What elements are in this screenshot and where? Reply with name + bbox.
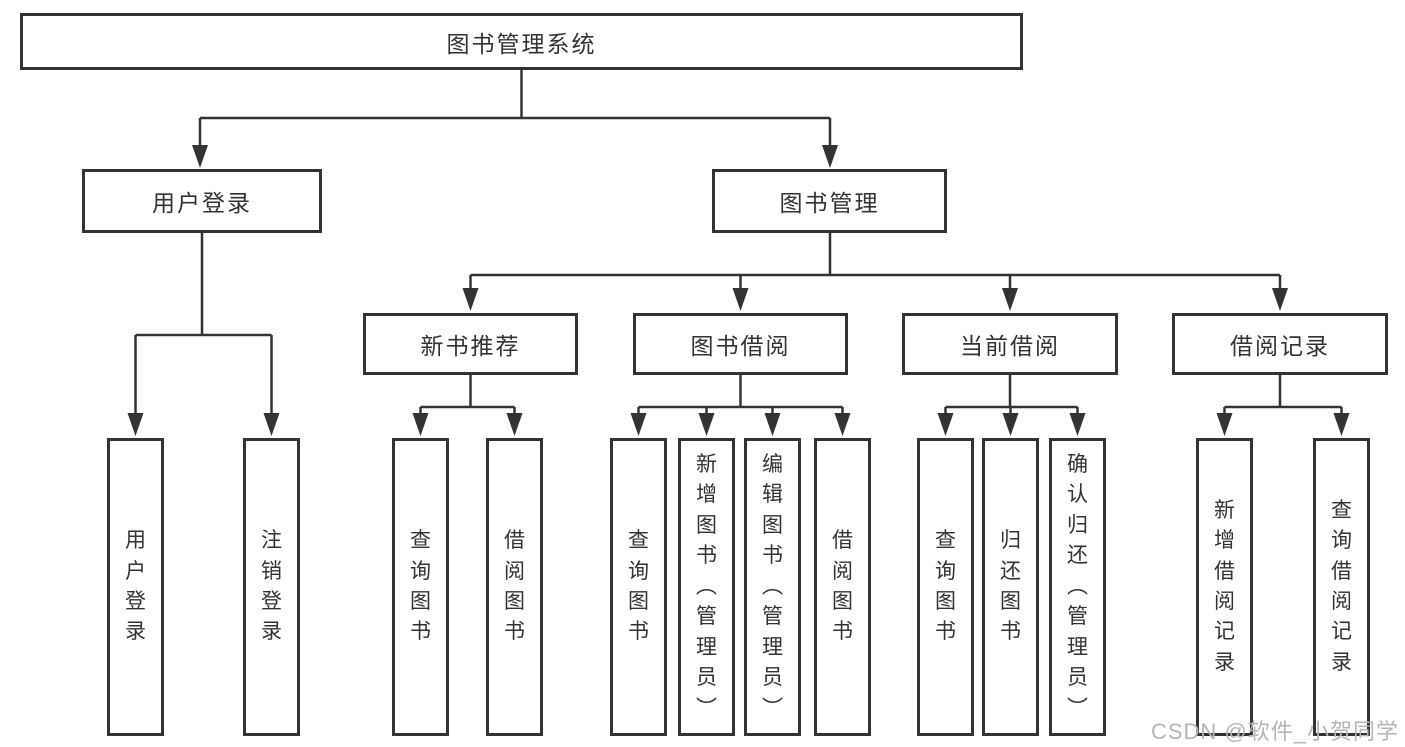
leaf-current-query-books-label: 查询图书	[935, 529, 956, 644]
arrow-icon	[412, 413, 429, 436]
arrow-icon	[822, 145, 838, 168]
leaf-newbook-borrow-books-label: 借阅图书	[504, 529, 525, 644]
arrow-icon	[1002, 288, 1018, 311]
leaf-borrow-edit-books-admin: 编辑图书︵管理员︶	[744, 438, 801, 736]
leaf-current-return-books-label: 归还图书	[1000, 529, 1021, 644]
connector-current-borrow	[944, 375, 1079, 414]
arrow-icon	[506, 413, 523, 436]
leaf-logout: 注销登录	[243, 438, 300, 736]
node-new-book-recommend-label: 新书推荐	[420, 333, 521, 359]
node-root-label: 图书管理系统	[446, 30, 597, 57]
connector-new-book	[419, 375, 516, 414]
leaf-borrow-edit-books-admin-label: 编辑图书︵管理员︶	[762, 453, 783, 720]
arrow-icon	[1069, 413, 1086, 436]
arrow-icon	[1216, 413, 1233, 436]
node-borrow-records: 借阅记录	[1172, 313, 1388, 375]
node-book-borrow-label: 图书借阅	[690, 333, 791, 359]
node-book-borrow: 图书借阅	[633, 313, 848, 375]
arrow-icon	[192, 145, 208, 168]
leaf-newbook-borrow-books: 借阅图书	[486, 438, 543, 736]
node-new-book-recommend: 新书推荐	[363, 313, 578, 375]
connector-book-borrow	[637, 375, 844, 414]
leaf-borrow-borrow-books: 借阅图书	[814, 438, 871, 736]
leaf-logout-label: 注销登录	[261, 529, 282, 644]
node-root: 图书管理系统	[20, 13, 1023, 70]
leaf-borrow-add-books-admin: 新增图书︵管理员︶	[678, 438, 735, 736]
node-user-login: 用户登录	[82, 169, 322, 233]
node-book-management-label: 图书管理	[779, 190, 880, 216]
leaf-current-confirm-return-admin-label: 确认归还︵管理员︶	[1067, 453, 1088, 720]
arrow-icon	[1002, 413, 1019, 436]
arrow-icon	[462, 288, 479, 311]
arrow-icon	[630, 413, 647, 436]
arrow-icon	[1333, 413, 1350, 436]
node-current-borrow-label: 当前借阅	[960, 333, 1060, 359]
node-borrow-records-label: 借阅记录	[1230, 333, 1330, 359]
arrow-icon	[937, 413, 954, 436]
arrow-icon	[834, 413, 851, 436]
arrow-icon	[698, 413, 715, 436]
connector-book-management	[469, 233, 1282, 289]
watermark: CSDN @软件_小贺同学	[1150, 719, 1399, 744]
arrow-icon	[732, 288, 749, 311]
leaf-newbook-query-books: 查询图书	[392, 438, 449, 736]
leaf-borrow-add-books-admin-label: 新增图书︵管理员︶	[696, 453, 717, 720]
leaf-user-login-label: 用户登录	[125, 529, 146, 644]
connector-user-login	[134, 233, 273, 414]
leaf-records-query-record-label: 查询借阅记录	[1331, 498, 1352, 674]
leaf-records-add-record-label: 新增借阅记录	[1214, 498, 1235, 674]
node-current-borrow: 当前借阅	[902, 313, 1118, 375]
connector-borrow-records	[1223, 375, 1343, 414]
leaf-current-return-books: 归还图书	[982, 438, 1039, 736]
node-user-login-label: 用户登录	[152, 190, 252, 216]
node-book-management: 图书管理	[712, 169, 947, 233]
leaf-records-query-record: 查询借阅记录	[1313, 438, 1370, 736]
leaf-newbook-query-books-label: 查询图书	[410, 529, 431, 644]
arrow-icon	[127, 413, 144, 436]
leaf-borrow-query-books: 查询图书	[610, 438, 667, 736]
arrow-icon	[263, 413, 280, 436]
leaf-user-login: 用户登录	[107, 438, 164, 736]
leaf-records-add-record: 新增借阅记录	[1196, 438, 1253, 736]
arrow-icon	[764, 413, 781, 436]
connector-root	[198, 70, 832, 146]
leaf-borrow-query-books-label: 查询图书	[628, 529, 649, 644]
arrow-icon	[1272, 288, 1288, 311]
leaf-current-query-books: 查询图书	[917, 438, 974, 736]
leaf-current-confirm-return-admin: 确认归还︵管理员︶	[1049, 438, 1106, 736]
leaf-borrow-borrow-books-label: 借阅图书	[832, 529, 853, 644]
